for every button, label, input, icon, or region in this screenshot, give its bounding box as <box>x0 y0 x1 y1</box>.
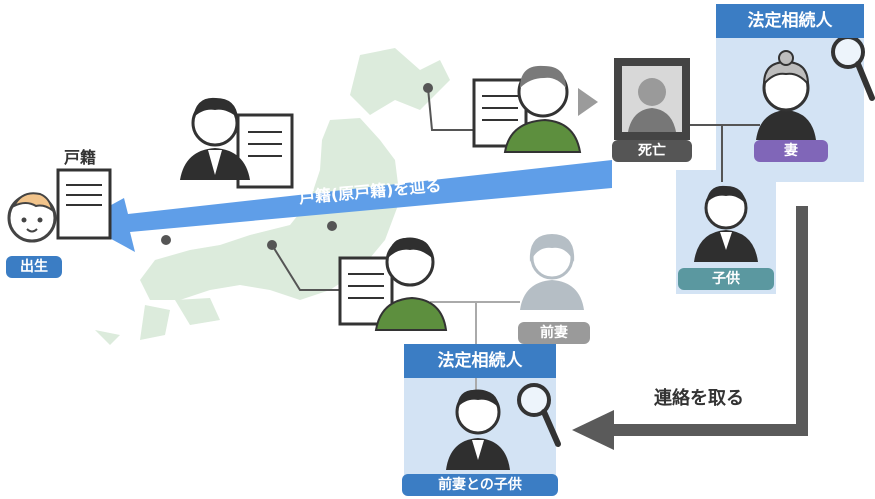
trace-arrow <box>80 160 612 252</box>
contact-arrow <box>572 206 808 450</box>
birth-badge: 出生 <box>6 256 62 278</box>
former-wife-badge: 前妻 <box>518 322 590 344</box>
wife-badge: 妻 <box>754 140 828 162</box>
man-with-document-icon-1 <box>180 97 294 189</box>
death-badge: 死亡 <box>612 140 692 162</box>
child-suit-icon <box>694 185 758 262</box>
heir-header-top: 法定相続人 <box>716 4 864 38</box>
child-badge: 子供 <box>678 268 774 290</box>
magnifier-icon-bottom <box>517 383 561 447</box>
japan-map <box>95 48 450 345</box>
former-wife-child-icon <box>446 389 510 470</box>
baby-icon <box>7 192 57 243</box>
wife-grandma-icon <box>756 50 816 140</box>
former-wife-icon <box>520 234 584 310</box>
man-green-shirt-icon-1 <box>472 65 582 153</box>
deceased-portrait-icon <box>614 58 690 140</box>
contact-label: 連絡を取る <box>654 388 744 409</box>
line-dots <box>161 83 433 250</box>
small-arrow-right <box>578 88 598 116</box>
koseki-label: 戸籍 <box>64 148 97 167</box>
koseki-document-icon <box>56 168 112 240</box>
family-lines <box>165 87 760 392</box>
man-green-shirt-icon-2 <box>338 237 448 331</box>
heir-header-bottom: 法定相続人 <box>404 344 556 378</box>
magnifier-icon-top <box>831 35 875 101</box>
former-wife-child-badge: 前妻との子供 <box>402 474 558 496</box>
